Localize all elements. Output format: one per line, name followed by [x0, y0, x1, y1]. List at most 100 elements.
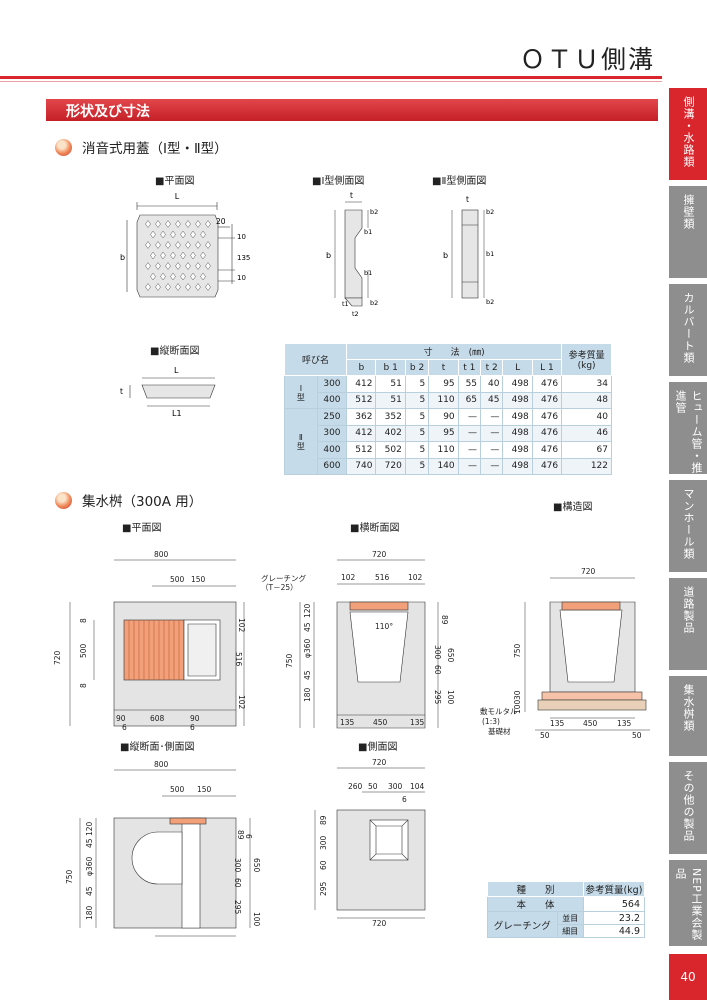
svg-text:720: 720: [372, 758, 387, 767]
svg-text:650: 650: [446, 648, 455, 663]
vent-hole: [205, 262, 211, 270]
vent-hole: [185, 262, 191, 270]
weight-header-kind: 種 別: [487, 881, 584, 897]
dim-t1: t1: [342, 300, 349, 308]
vent-hole: [170, 272, 176, 281]
spec-cell: 65: [457, 391, 482, 409]
spec-header-dim: 寸 法 (㎜): [346, 343, 563, 360]
vent-hole: [145, 241, 151, 249]
svg-text:110°: 110°: [375, 622, 393, 631]
spec-col-header: t 2: [480, 359, 504, 376]
svg-text:基礎材: 基礎材: [488, 726, 511, 736]
svg-text:720: 720: [581, 567, 596, 576]
sidebar-tab-label: NEP工業会製品: [674, 868, 703, 941]
spec-cell: 476: [531, 457, 563, 475]
vent-hole: [160, 272, 166, 281]
weight-grating-label: グレーチング: [487, 911, 558, 938]
svg-text:295: 295: [433, 690, 442, 705]
sidebar-tab-channels[interactable]: 側溝・水路類: [669, 88, 707, 180]
svg-text:8: 8: [79, 618, 88, 623]
spec-cell: 140: [428, 457, 459, 475]
spec-cell: —: [457, 408, 482, 426]
spec-cell: 110: [428, 391, 459, 409]
svg-text:φ360: φ360: [85, 857, 94, 876]
spec-header-name: 呼び名: [283, 343, 348, 376]
vent-hole: [180, 230, 186, 239]
spec-cell: 498: [502, 375, 533, 393]
spec-cell: —: [457, 424, 482, 442]
weight-coarse-value: 23.2: [582, 911, 646, 925]
bullet-icon-2: [55, 491, 72, 509]
svg-text:450: 450: [583, 719, 598, 728]
dim-10a: 10: [237, 233, 246, 241]
spec-cell: 48: [561, 391, 612, 409]
spec-col-header: b 2: [404, 359, 430, 376]
spec-col-header: b 1: [375, 359, 406, 376]
section-heading: 形状及び寸法: [46, 99, 658, 121]
weight-body-label: 本 体: [487, 896, 584, 912]
svg-text:720: 720: [372, 919, 387, 928]
spec-cell: 476: [531, 391, 563, 409]
svg-text:グレーチング: グレーチング: [261, 573, 306, 583]
svg-text:45: 45: [85, 838, 94, 848]
weight-coarse-label: 並目: [556, 911, 584, 925]
vent-hole: [195, 220, 201, 228]
sidebar-tab-hume-pipes[interactable]: ヒューム管・推進管: [669, 382, 707, 474]
svg-text:180: 180: [303, 687, 312, 702]
sidebar-tab-culverts[interactable]: カルバート類: [669, 284, 707, 376]
sidebar-tab-other-products[interactable]: その他の製品: [669, 762, 707, 854]
sidebar-tab-nep[interactable]: NEP工業会製品: [669, 860, 707, 946]
sidebar-tab-manholes[interactable]: マンホール類: [669, 480, 707, 572]
spec-col-header: L 1: [531, 359, 563, 376]
dim-b1-top: b1: [364, 228, 372, 236]
svg-text:89: 89: [319, 815, 328, 825]
subsection-heading-catch-basin: 集水桝（300A 用）: [55, 490, 202, 510]
bullet-icon: [55, 138, 72, 156]
vent-hole: [195, 241, 201, 249]
vent-hole: [145, 262, 151, 270]
svg-text:135: 135: [617, 719, 632, 728]
svg-text:6: 6: [190, 723, 195, 732]
svg-text:敷モルタル: 敷モルタル: [480, 706, 518, 716]
dim-b-ii: b: [443, 251, 448, 260]
sidebar-tab-label: カルバート類: [682, 292, 695, 364]
sidebar-tab-catch-basins[interactable]: 集水桝類: [669, 676, 707, 756]
spec-cell: 498: [502, 441, 533, 459]
sidebar-tab-road-products[interactable]: 道路製品: [669, 578, 707, 670]
dim-b2-bottom: b2: [370, 299, 378, 307]
spec-nominal: 300: [316, 424, 348, 442]
vent-hole: [180, 272, 186, 281]
svg-text:8: 8: [79, 683, 88, 688]
spec-nominal: 600: [316, 457, 348, 475]
svg-text:500: 500: [170, 785, 185, 794]
weight-header-value: 参考質量(kg): [582, 881, 646, 897]
svg-text:102: 102: [341, 573, 356, 582]
spec-cell: 45: [480, 391, 504, 409]
cross-section-label: ■横断面図: [350, 523, 400, 534]
longitudinal-section-label: ■縦断面図: [150, 346, 200, 357]
svg-text:135: 135: [340, 718, 355, 727]
spec-nominal: 250: [316, 408, 348, 426]
spec-cell: 512: [346, 391, 377, 409]
vent-hole: [160, 230, 166, 239]
spec-cell: 412: [346, 375, 377, 393]
dim-20: 20: [216, 217, 226, 226]
dim-b: b: [120, 253, 125, 262]
svg-text:6: 6: [244, 834, 253, 839]
svg-text:102: 102: [237, 618, 246, 633]
spec-nominal: 300: [316, 375, 348, 393]
spec-group-label: Ⅱ型: [284, 408, 318, 475]
svg-text:89: 89: [440, 615, 449, 625]
spec-cell: 502: [375, 441, 406, 459]
vent-hole: [165, 241, 171, 249]
spec-cell: 5: [404, 457, 430, 475]
long-side-label: ■縦断面･側面図: [120, 742, 195, 753]
subsection-title-lid: 消音式用蓋（Ⅰ型・Ⅱ型）: [82, 141, 228, 157]
vent-hole: [195, 262, 201, 270]
svg-text:100: 100: [513, 699, 522, 714]
sidebar-tab-retaining-walls[interactable]: 擁壁類: [669, 186, 707, 278]
svg-text:300: 300: [433, 645, 442, 660]
vent-hole: [180, 251, 186, 260]
